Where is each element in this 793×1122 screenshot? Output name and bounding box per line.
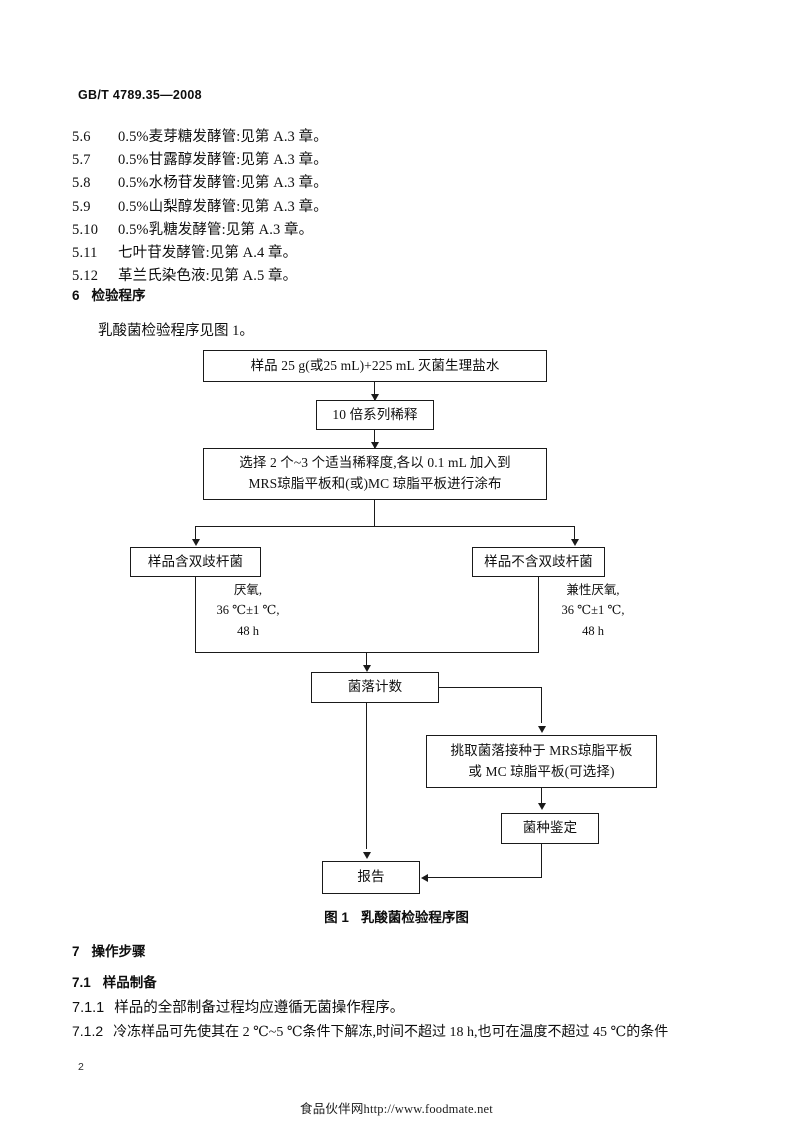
clause-item: 5.6 0.5%麦芽糖发酵管:见第 A.3 章。 bbox=[72, 125, 732, 148]
clause-item: 5.11 七叶苷发酵管:见第 A.4 章。 bbox=[72, 241, 732, 264]
figure-caption: 图 1 乳酸菌检验程序图 bbox=[0, 906, 793, 926]
connector-branch-split bbox=[195, 526, 575, 528]
connector-dilution-to-plating bbox=[374, 430, 376, 448]
arrow-to-colony-count bbox=[362, 665, 371, 672]
figure-number: 图 1 bbox=[324, 910, 349, 925]
annotation-right-incubation: 兼性厌氧, 36 ℃±1 ℃, 48 h bbox=[561, 583, 625, 638]
section-7-title: 操作步骤 bbox=[91, 944, 146, 959]
connector-left-branch-leg bbox=[195, 577, 197, 653]
clause-number: 5.8 bbox=[72, 175, 91, 192]
section-6-intro: 乳酸菌检验程序见图 1。 bbox=[98, 323, 254, 339]
clause-item: 5.12 革兰氏染色液:见第 A.5 章。 bbox=[72, 264, 732, 287]
clause-number: 5.12 bbox=[72, 268, 99, 285]
arrow-to-left-branch bbox=[191, 539, 200, 546]
running-header-standard-code: GB/T 4789.35—2008 bbox=[78, 88, 202, 102]
clause-number: 5.7 bbox=[72, 152, 91, 169]
clause-text: 0.5%麦芽糖发酵管:见第 A.3 章。 bbox=[118, 129, 328, 145]
flow-node-sample: 样品 25 g(或25 mL)+225 mL 灭菌生理盐水 bbox=[203, 350, 547, 382]
connector-identification-to-report-v bbox=[541, 844, 543, 878]
clause-list: 5.6 0.5%麦芽糖发酵管:见第 A.3 章。 5.7 0.5%甘露醇发酵管:… bbox=[72, 125, 732, 287]
section-7-1-number: 7.1 bbox=[72, 975, 91, 990]
flow-node-branch-with-bifidobacterium: 样品含双歧杆菌 bbox=[130, 547, 261, 577]
clause-text: 七叶苷发酵管:见第 A.4 章。 bbox=[118, 244, 298, 261]
clause-number: 5.11 bbox=[72, 244, 98, 261]
paragraph-number: 7.1.1 bbox=[72, 1000, 105, 1016]
paragraph-number: 7.1.2 bbox=[72, 1023, 104, 1039]
section-7-heading: 7 操作步骤 bbox=[72, 940, 146, 960]
connector-colony-count-to-subculture-v bbox=[541, 687, 543, 723]
flow-node-identification: 菌种鉴定 bbox=[501, 813, 599, 844]
connector-merge-to-colony-count bbox=[366, 652, 368, 666]
clause-number: 5.10 bbox=[72, 221, 99, 238]
page-number: 2 bbox=[78, 1061, 84, 1073]
section-7-1-2-paragraph: 7.1.2 冷冻样品可先使其在 2 ℃~5 ℃条件下解冻,时间不超过 18 h,也… bbox=[72, 1021, 668, 1041]
clause-number: 5.9 bbox=[72, 198, 91, 215]
section-6-number: 6 bbox=[72, 288, 80, 303]
connector-subculture-to-identification bbox=[541, 788, 543, 806]
flow-node-dilution: 10 倍系列稀释 bbox=[316, 400, 434, 430]
connector-split-to-right-branch bbox=[574, 526, 576, 540]
clause-text: 革兰氏染色液:见第 A.5 章。 bbox=[118, 268, 298, 285]
connector-plating-to-split bbox=[374, 500, 376, 527]
flow-node-plating: 选择 2 个~3 个适当稀释度,各以 0.1 mL 加入到 MRS琼脂平板和(或… bbox=[203, 448, 547, 500]
annotation-left-incubation: 厌氧, 36 ℃±1 ℃, 48 h bbox=[216, 583, 280, 638]
flow-node-subculture: 挑取菌落接种于 MRS琼脂平板 或 MC 琼脂平板(可选择) bbox=[426, 735, 657, 788]
section-6-title: 检验程序 bbox=[91, 288, 146, 303]
paragraph-text: 冷冻样品可先使其在 2 ℃~5 ℃条件下解冻,时间不超过 18 h,也可在温度不… bbox=[113, 1025, 669, 1040]
section-7-number: 7 bbox=[72, 944, 80, 959]
section-7-1-title: 样品制备 bbox=[102, 975, 157, 990]
clause-text: 0.5%甘露醇发酵管:见第 A.3 章。 bbox=[118, 152, 328, 169]
clause-number: 5.6 bbox=[72, 129, 91, 145]
watermark-source: 食品伙伴网http://www.foodmate.net bbox=[300, 1102, 493, 1116]
arrow-to-subculture bbox=[537, 726, 546, 733]
connector-colony-count-to-report bbox=[366, 703, 368, 849]
connector-colony-count-to-subculture-h bbox=[439, 687, 542, 689]
connector-identification-to-report-h bbox=[428, 877, 542, 879]
flow-node-report: 报告 bbox=[322, 861, 420, 894]
section-7-1-1-paragraph: 7.1.1 样品的全部制备过程均应遵循无菌操作程序。 bbox=[72, 996, 404, 1017]
connector-split-to-left-branch bbox=[195, 526, 197, 540]
clause-item: 5.10 0.5%乳糖发酵管:见第 A.3 章。 bbox=[72, 218, 732, 241]
section-7-1-heading: 7.1 样品制备 bbox=[72, 971, 157, 991]
clause-item: 5.9 0.5%山梨醇发酵管:见第 A.3 章。 bbox=[72, 195, 732, 218]
figure-title: 乳酸菌检验程序图 bbox=[360, 910, 469, 925]
clause-item: 5.8 0.5%水杨苷发酵管:见第 A.3 章。 bbox=[72, 171, 732, 194]
arrow-dilution-to-plating bbox=[370, 442, 379, 449]
arrow-sample-to-dilution bbox=[370, 394, 379, 401]
arrow-to-right-branch bbox=[570, 539, 579, 546]
clause-text: 0.5%水杨苷发酵管:见第 A.3 章。 bbox=[118, 175, 328, 192]
arrow-to-identification bbox=[537, 803, 546, 810]
clause-text: 0.5%山梨醇发酵管:见第 A.3 章。 bbox=[118, 198, 328, 215]
clause-item: 5.7 0.5%甘露醇发酵管:见第 A.3 章。 bbox=[72, 148, 732, 171]
arrow-to-report-top bbox=[362, 852, 371, 859]
connector-sample-to-dilution bbox=[374, 382, 376, 400]
clause-text: 0.5%乳糖发酵管:见第 A.3 章。 bbox=[118, 221, 314, 238]
flow-node-colony-count: 菌落计数 bbox=[311, 672, 439, 703]
arrow-to-report-side bbox=[421, 873, 428, 882]
connector-right-branch-leg bbox=[538, 577, 540, 653]
flow-node-branch-without-bifidobacterium: 样品不含双歧杆菌 bbox=[472, 547, 605, 577]
paragraph-text: 样品的全部制备过程均应遵循无菌操作程序。 bbox=[114, 1000, 405, 1016]
section-6-heading: 6 检验程序 bbox=[72, 284, 146, 304]
